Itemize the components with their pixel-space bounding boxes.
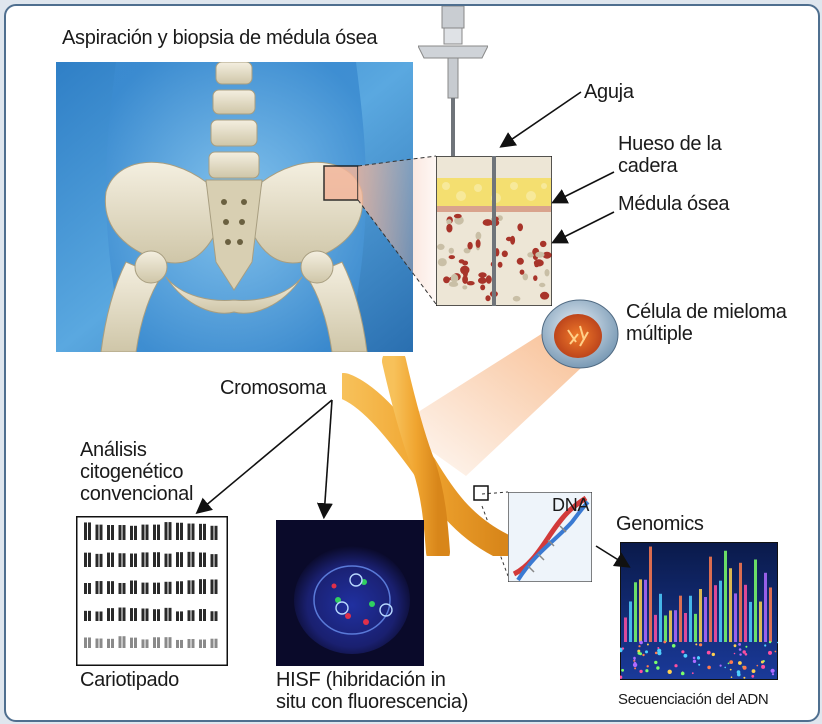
label-fish-2: situ con fluorescencia)	[276, 692, 468, 713]
label-myeloma-1: Célula de mieloma	[626, 302, 787, 323]
label-hip-bone-1: Hueso de la	[618, 134, 721, 155]
label-genomics: Genomics	[616, 514, 704, 535]
label-cytogenetic-2: citogenético	[80, 462, 183, 483]
label-sequencing: Secuenciación del ADN	[618, 692, 768, 708]
label-cytogenetic-1: Análisis	[80, 440, 147, 461]
label-needle: Aguja	[584, 82, 634, 103]
label-hip-bone-2: cadera	[618, 156, 677, 177]
label-fish-1: HISF (hibridación in	[276, 670, 446, 691]
label-chromosome: Cromosoma	[220, 378, 326, 399]
annotation-arrows	[6, 6, 818, 720]
label-dna: DNA	[552, 496, 589, 515]
figure-frame: Aspiración y biopsia de médula ósea	[4, 4, 820, 722]
label-cytogenetic-3: convencional	[80, 484, 193, 505]
label-marrow: Médula ósea	[618, 194, 729, 215]
label-myeloma-2: múltiple	[626, 324, 693, 345]
label-karyotype: Cariotipado	[80, 670, 179, 691]
